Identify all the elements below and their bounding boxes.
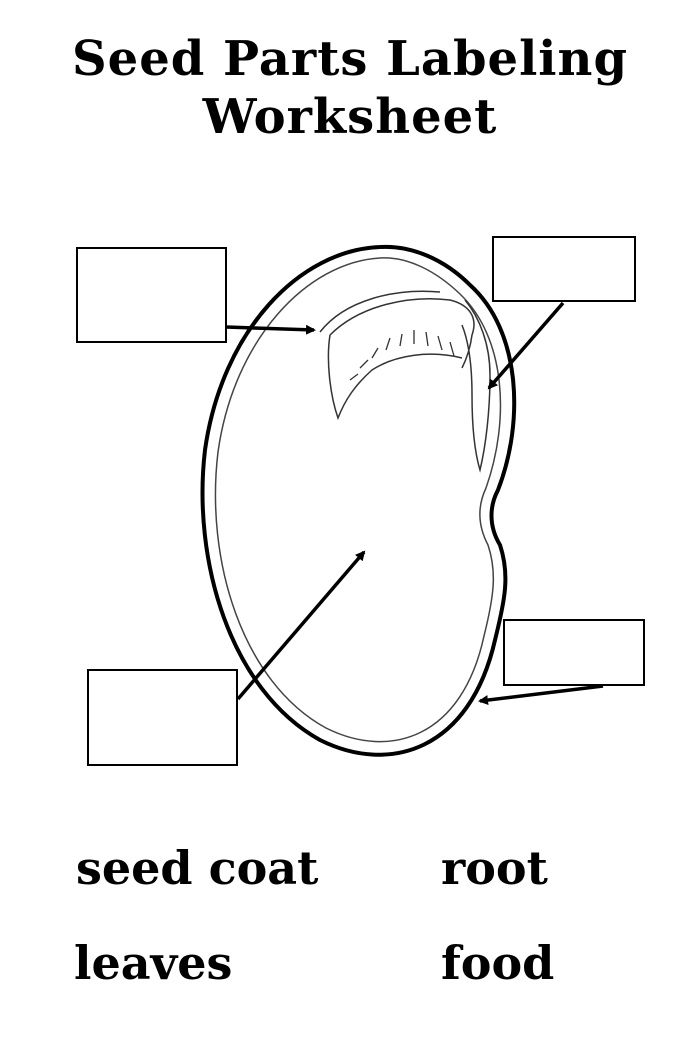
title-line-2: Worksheet bbox=[202, 89, 498, 145]
seed-outline bbox=[200, 244, 517, 757]
label-box-top-right[interactable] bbox=[492, 236, 636, 302]
label-box-bottom-left[interactable] bbox=[87, 669, 238, 766]
worksheet-title: Seed Parts Labeling Worksheet bbox=[0, 30, 700, 146]
arrow-to-seed-coat bbox=[478, 684, 604, 705]
seed-coat-inner-line bbox=[214, 257, 502, 743]
word-bank-seed-coat: seed coat bbox=[76, 841, 319, 895]
word-bank-leaves: leaves bbox=[74, 936, 233, 990]
arrow-to-leaves bbox=[225, 324, 316, 335]
arrow-to-food bbox=[236, 550, 366, 701]
word-bank-root: root bbox=[441, 841, 548, 895]
label-box-top-left[interactable] bbox=[76, 247, 227, 343]
title-line-1: Seed Parts Labeling bbox=[72, 31, 628, 87]
embryo-root bbox=[461, 299, 491, 473]
label-box-bottom-right[interactable] bbox=[503, 619, 645, 686]
word-bank-food: food bbox=[441, 936, 555, 990]
embryo-leaf-ridges bbox=[349, 330, 455, 381]
arrow-to-root bbox=[487, 301, 565, 390]
